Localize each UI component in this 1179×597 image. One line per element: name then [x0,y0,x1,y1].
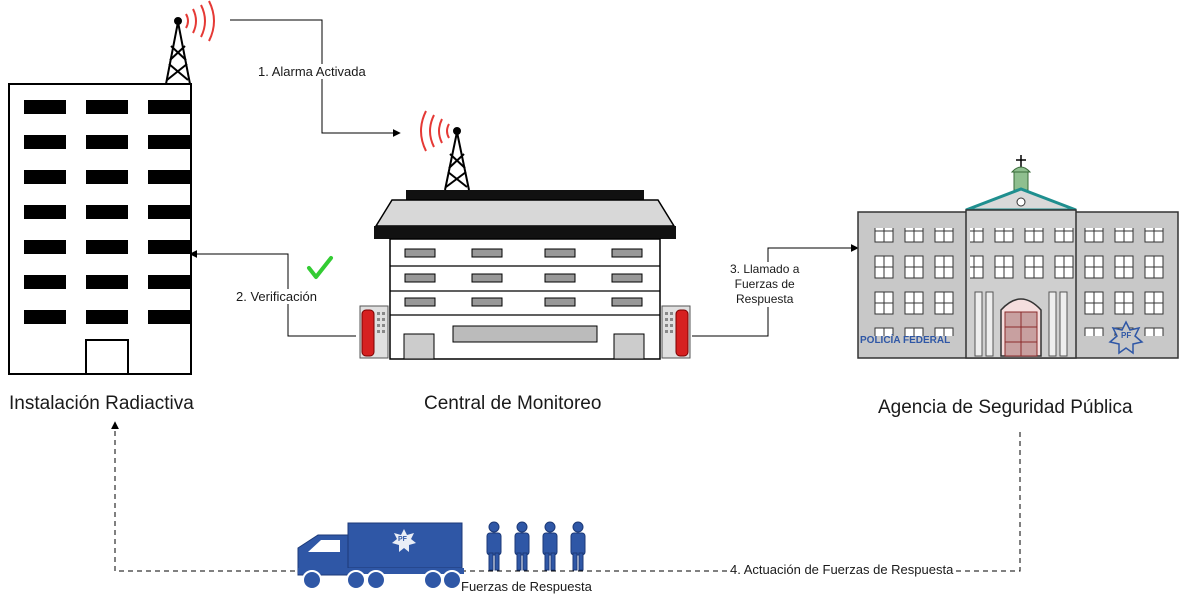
monitoring-center-building-icon [374,190,676,360]
action-connector [111,421,1021,572]
step-action-label: 4. Actuación de Fuerzas de Respuesta [728,562,956,577]
receiver-tower-icon [444,127,470,191]
alarm-signal-waves-icon [185,0,215,42]
transmitter-tower-icon [165,17,191,85]
agency-label: Agencia de Seguridad Pública [878,397,1133,418]
facility-building-icon [8,83,192,375]
step-verification-label: 2. Verificación [234,289,319,304]
pf-star-text: PF [1121,331,1132,340]
response-truck-icon [297,522,464,590]
monitoring-label: Central de Monitoreo [424,393,602,414]
receiver-signal-waves-icon [420,110,450,152]
facility-label: Instalación Radiactiva [9,393,194,414]
verified-check-icon [307,256,333,279]
truck-pf-text: PF [398,536,407,543]
forces-label: Fuerzas de Respuesta [461,579,592,594]
response-officers-icon [486,521,586,571]
step-call-label: 3. Llamado a Fuerzas de Respuesta [728,262,802,307]
phone-left-icon [359,305,389,359]
phone-right-icon [661,305,691,359]
police-badge-text: POLICÍA FEDERAL [860,335,951,346]
step-alarm-label: 1. Alarma Activada [256,64,368,79]
agency-building-icon [857,155,1179,359]
